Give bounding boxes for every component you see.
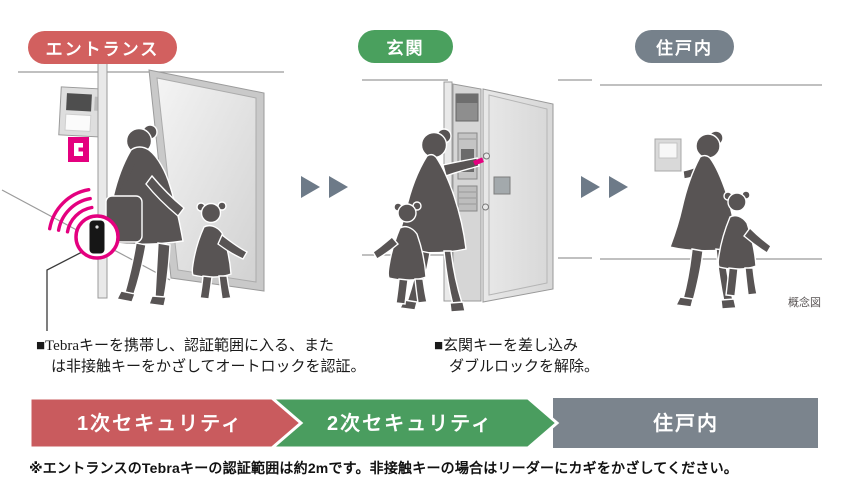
arrow-right-icon xyxy=(581,176,600,198)
note-entrance-line1: ■Tebraキーを携帯し、認証範囲に入る、また xyxy=(36,338,334,354)
flow-arrows-2 xyxy=(581,176,628,198)
arrow-right-icon xyxy=(329,176,348,198)
note-entrance-line2: は非接触キーをかざしてオートロックを認証。 xyxy=(51,359,366,375)
stage-label-genkan: 玄関 xyxy=(358,30,453,63)
keyhole-upper-icon xyxy=(483,152,490,160)
stage-label-entrance: エントランス xyxy=(28,31,177,64)
woman-silhouette xyxy=(97,124,185,307)
note-entrance: ■Tebraキーを携帯し、認証範囲に入る、また は非接触キーをかざしてオートロッ… xyxy=(36,336,366,378)
wall-monitor-icon xyxy=(654,138,682,172)
keyhole-lower-icon xyxy=(482,203,489,211)
signal-waves-icon xyxy=(48,188,94,234)
scene-entrance xyxy=(1,55,284,331)
banner-step-1 xyxy=(28,396,304,450)
arrow-right-icon xyxy=(609,176,628,198)
child-silhouette xyxy=(717,190,772,297)
child-silhouette xyxy=(191,201,248,300)
door-post xyxy=(97,55,108,299)
banner-step-3-label: 住戸内 xyxy=(653,411,719,435)
ic-reader-icon xyxy=(68,137,89,162)
leader-line xyxy=(46,250,85,331)
banner-step-2-label: 2次セキュリティ xyxy=(327,411,493,435)
arrow-right-icon xyxy=(301,176,320,198)
diagram-type-caption: 概念図 xyxy=(788,297,821,309)
stage-label-jukonai: 住戸内 xyxy=(635,30,734,63)
front-door xyxy=(452,83,554,303)
door-key-icon xyxy=(473,157,484,166)
note-door-line2: ダブルロックを解除。 xyxy=(449,359,600,375)
banner-step-3 xyxy=(553,398,818,448)
banner-step-1-label: 1次セキュリティ xyxy=(77,411,243,435)
flow-arrows-1 xyxy=(301,176,348,198)
note-door-line1: ■玄関キーを差し込み xyxy=(434,338,579,354)
door-lower-plate xyxy=(457,185,478,212)
footnote: ※エントランスのTebraキーの認証範囲は約2mです。非接触キーの場合はリーダー… xyxy=(29,460,739,476)
security-step-banner: 1次セキュリティ 2次セキュリティ 住戸内 xyxy=(28,396,818,450)
note-door: ■玄関キーを差し込み ダブルロックを解除。 xyxy=(434,336,599,378)
tebra-key-icon xyxy=(74,214,120,260)
scene-inside xyxy=(600,84,822,310)
door-lock-unit xyxy=(457,132,478,180)
child-silhouette xyxy=(372,201,428,305)
door-window xyxy=(493,176,511,195)
scene-front-door xyxy=(362,79,592,313)
